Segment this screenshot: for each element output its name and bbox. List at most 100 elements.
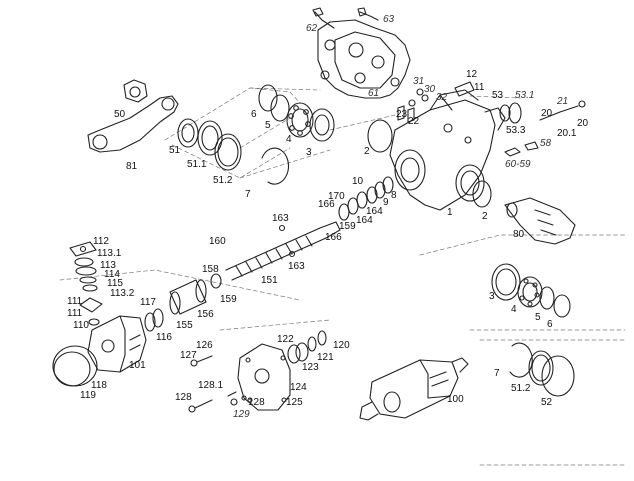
label-156: 156	[197, 309, 214, 320]
ring-5-bottom	[539, 286, 555, 310]
label-101: 101	[129, 360, 146, 371]
label-158: 158	[202, 264, 219, 275]
bearing-4-top	[286, 102, 314, 138]
ring-118-119	[52, 345, 98, 387]
label-6-bottom: 6	[547, 319, 553, 330]
label-100: 100	[447, 394, 464, 405]
pitman-arm-81	[87, 95, 179, 153]
label-6: 6	[251, 109, 257, 120]
seal-stack-8-9-10	[338, 176, 394, 221]
snap-ring-7	[261, 147, 290, 185]
label-21: 21	[557, 96, 569, 107]
label-118: 118	[91, 380, 107, 391]
label-10: 10	[352, 176, 364, 187]
label-117: 117	[140, 297, 156, 308]
label-58: 58	[540, 138, 552, 149]
label-22: 22	[408, 116, 420, 127]
label-112: 112	[93, 236, 109, 247]
label-50: 50	[114, 109, 126, 120]
sector-shaft-80	[504, 197, 576, 245]
label-123: 123	[302, 362, 319, 373]
ring-6-top	[258, 84, 278, 112]
label-126: 126	[196, 340, 213, 351]
label-5-bottom: 5	[535, 312, 541, 323]
label-4: 4	[286, 134, 292, 145]
label-163-b: 163	[288, 261, 305, 272]
steering-housing-1	[389, 89, 506, 211]
label-7-bottom: 7	[494, 368, 500, 379]
label-111-a: 111	[67, 296, 83, 307]
bolt-63	[357, 7, 379, 21]
label-159-a: 159	[339, 221, 356, 232]
label-164-a: 164	[366, 206, 383, 217]
label-159-b: 159	[220, 294, 237, 305]
label-11: 11	[474, 82, 485, 93]
mounting-bracket-61	[317, 19, 411, 99]
part-53-seal	[499, 102, 522, 124]
label-170: 170	[328, 191, 345, 202]
nut-50	[123, 79, 148, 103]
small-fittings-11-12-30-31-32	[397, 81, 475, 123]
label-61: 61	[368, 88, 380, 99]
bearing-3-top	[309, 108, 335, 142]
fittings-58-60	[504, 141, 539, 157]
label-7: 7	[245, 189, 251, 200]
valve-housing-101	[87, 315, 147, 373]
ring-6-bottom	[553, 294, 571, 318]
label-163-a: 163	[272, 213, 289, 224]
label-20-1: 20.1	[557, 128, 577, 139]
bolt-62	[312, 7, 335, 29]
label-124: 124	[290, 382, 307, 393]
ring-51-1	[197, 120, 223, 156]
label-32: 32	[436, 92, 448, 103]
label-4-bottom: 4	[511, 304, 517, 315]
worm-shaft-151	[225, 221, 341, 281]
label-127: 127	[180, 350, 197, 361]
snap-ring-7-bottom	[509, 342, 533, 378]
label-9: 9	[383, 197, 389, 208]
label-155: 155	[176, 320, 193, 331]
label-51-1: 51.1	[187, 159, 207, 170]
label-20-a: 20	[541, 108, 553, 119]
label-110: 110	[73, 320, 89, 331]
label-160: 160	[209, 236, 226, 247]
label-51-2-bottom: 51.2	[511, 383, 531, 394]
label-164-b: 164	[356, 215, 373, 226]
label-5: 5	[265, 120, 271, 131]
label-121: 121	[317, 352, 334, 363]
label-8: 8	[391, 190, 397, 201]
ring-5-top	[270, 94, 290, 122]
label-51: 51	[169, 145, 181, 156]
label-125: 125	[286, 397, 303, 408]
label-2-right: 2	[482, 211, 488, 222]
ring-52-bottom	[541, 355, 575, 397]
label-2-left: 2	[364, 146, 370, 157]
label-53-1: 53.1	[515, 90, 535, 101]
label-63: 63	[383, 14, 395, 25]
label-80: 80	[513, 229, 525, 240]
label-113-2: 113.2	[110, 288, 135, 299]
label-111-b: 111	[67, 308, 83, 319]
label-62: 62	[306, 23, 318, 34]
ring-116-117	[144, 308, 164, 332]
label-128-a: 128	[175, 392, 192, 403]
label-151: 151	[261, 275, 278, 286]
bolt-126-127	[190, 355, 213, 367]
label-113-1: 113.1	[97, 248, 122, 259]
seal-ring-2-left	[367, 119, 393, 153]
label-53: 53	[492, 90, 504, 101]
label-30: 30	[424, 84, 436, 95]
bolt-128	[188, 399, 213, 413]
bolt-20	[539, 100, 586, 121]
o-ring-158	[210, 273, 222, 289]
label-122: 122	[277, 334, 294, 345]
label-116: 116	[156, 332, 172, 343]
ring-51	[177, 118, 199, 148]
label-51-2: 51.2	[213, 175, 233, 186]
label-166-a: 166	[318, 199, 335, 210]
o-ring-163	[278, 224, 296, 258]
ring-51-2-bottom	[528, 350, 554, 386]
label-23: 23	[396, 109, 408, 120]
